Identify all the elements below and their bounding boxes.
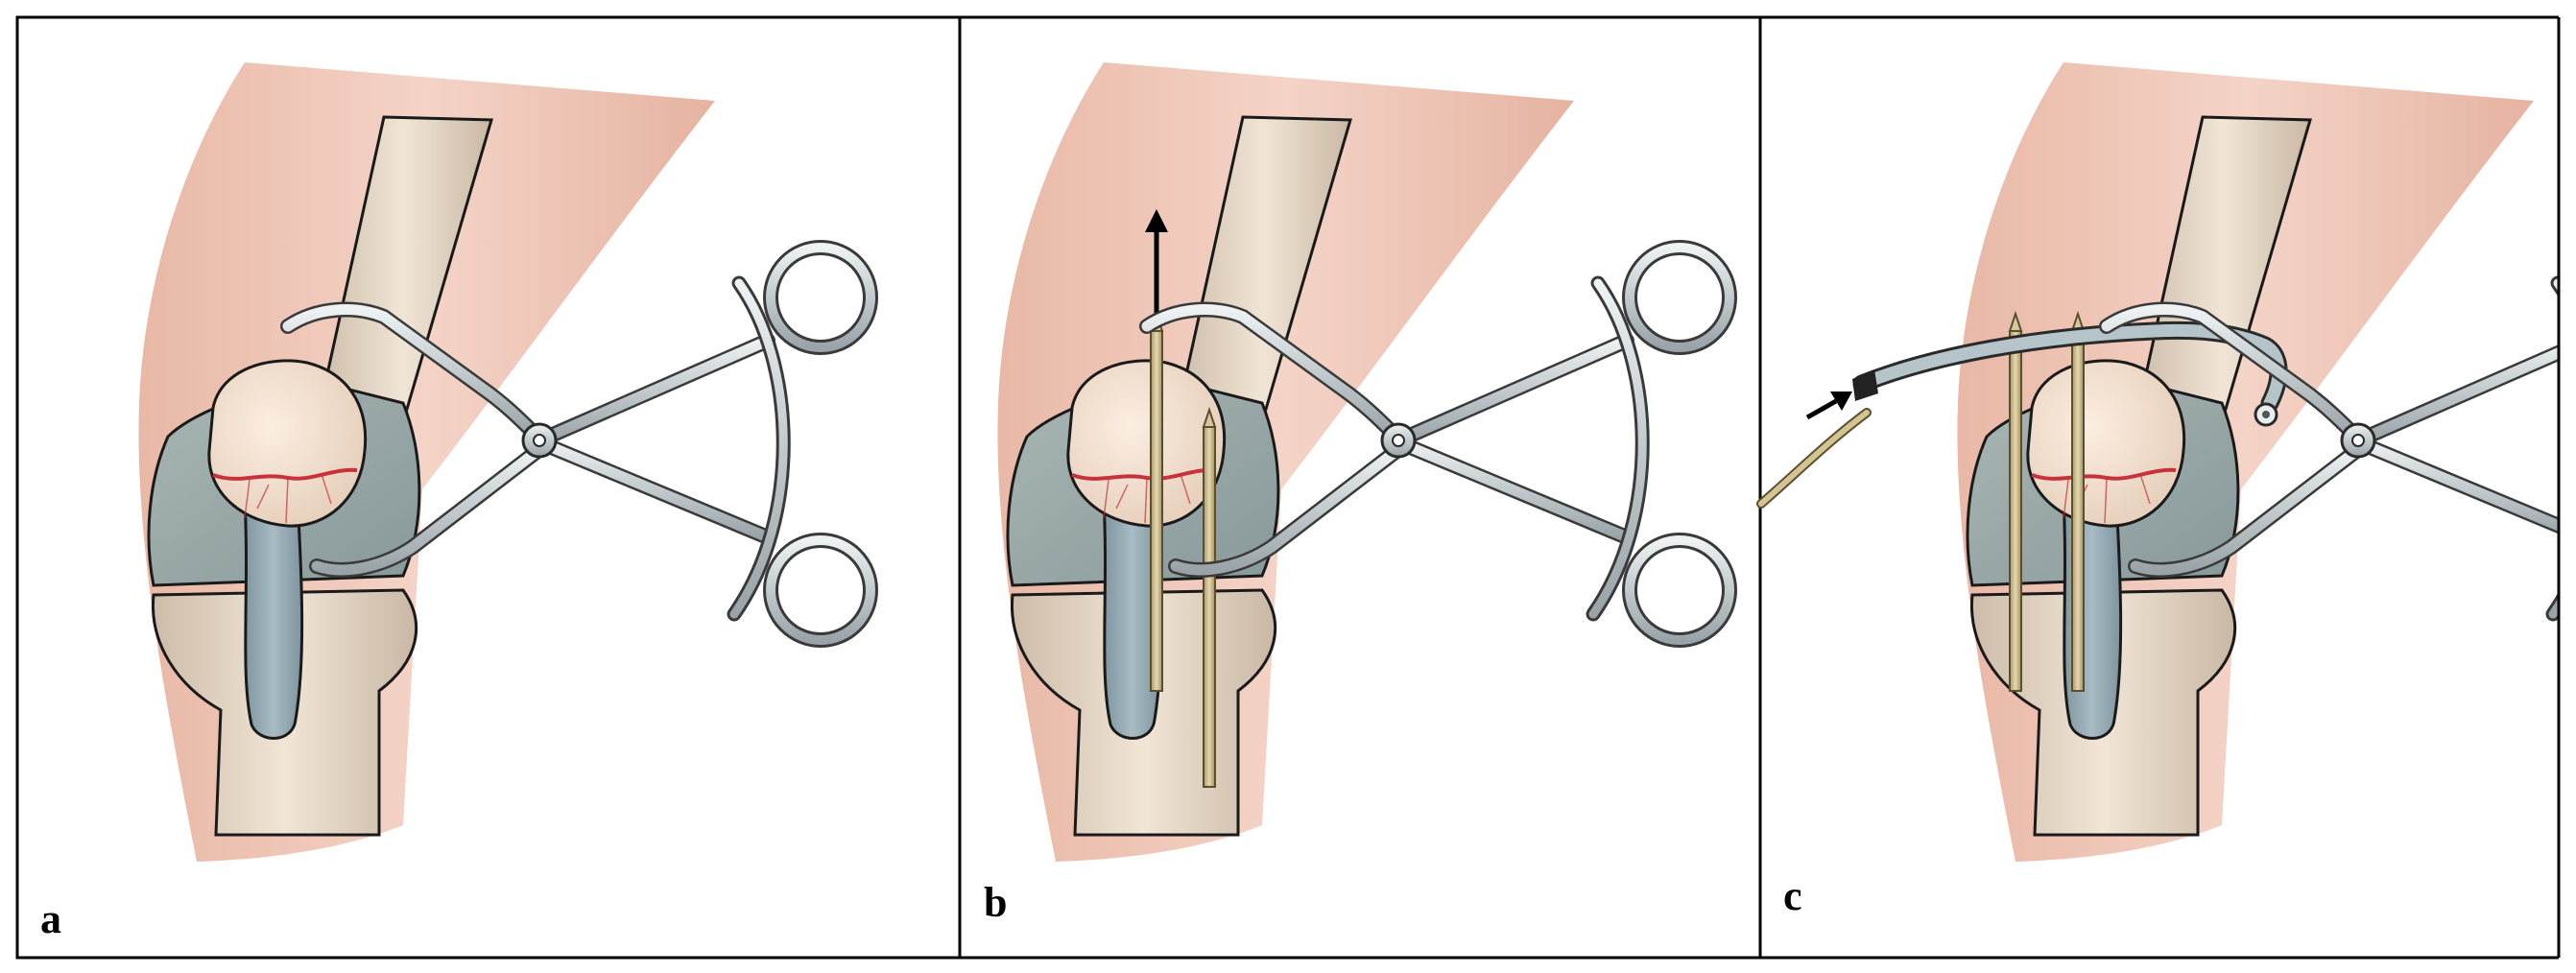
- panel-label-a: a: [40, 895, 61, 942]
- kirschner-wire-icon: [1150, 313, 1163, 692]
- panel-label-b: b: [984, 879, 1007, 926]
- panel-b: b: [984, 60, 1729, 926]
- panel-a: a: [40, 60, 871, 942]
- kirschner-wire-icon: [2009, 313, 2022, 692]
- arrow-diagonal-icon: [1805, 392, 1852, 420]
- kirschner-wire-icon: [2071, 313, 2085, 692]
- arrow-up-icon: [1145, 209, 1168, 317]
- kirschner-wire-icon: [1203, 409, 1216, 788]
- panel-label-c: c: [1783, 872, 1802, 919]
- panel-c: c: [1756, 0, 2576, 973]
- cannula-icon: [1852, 320, 2288, 427]
